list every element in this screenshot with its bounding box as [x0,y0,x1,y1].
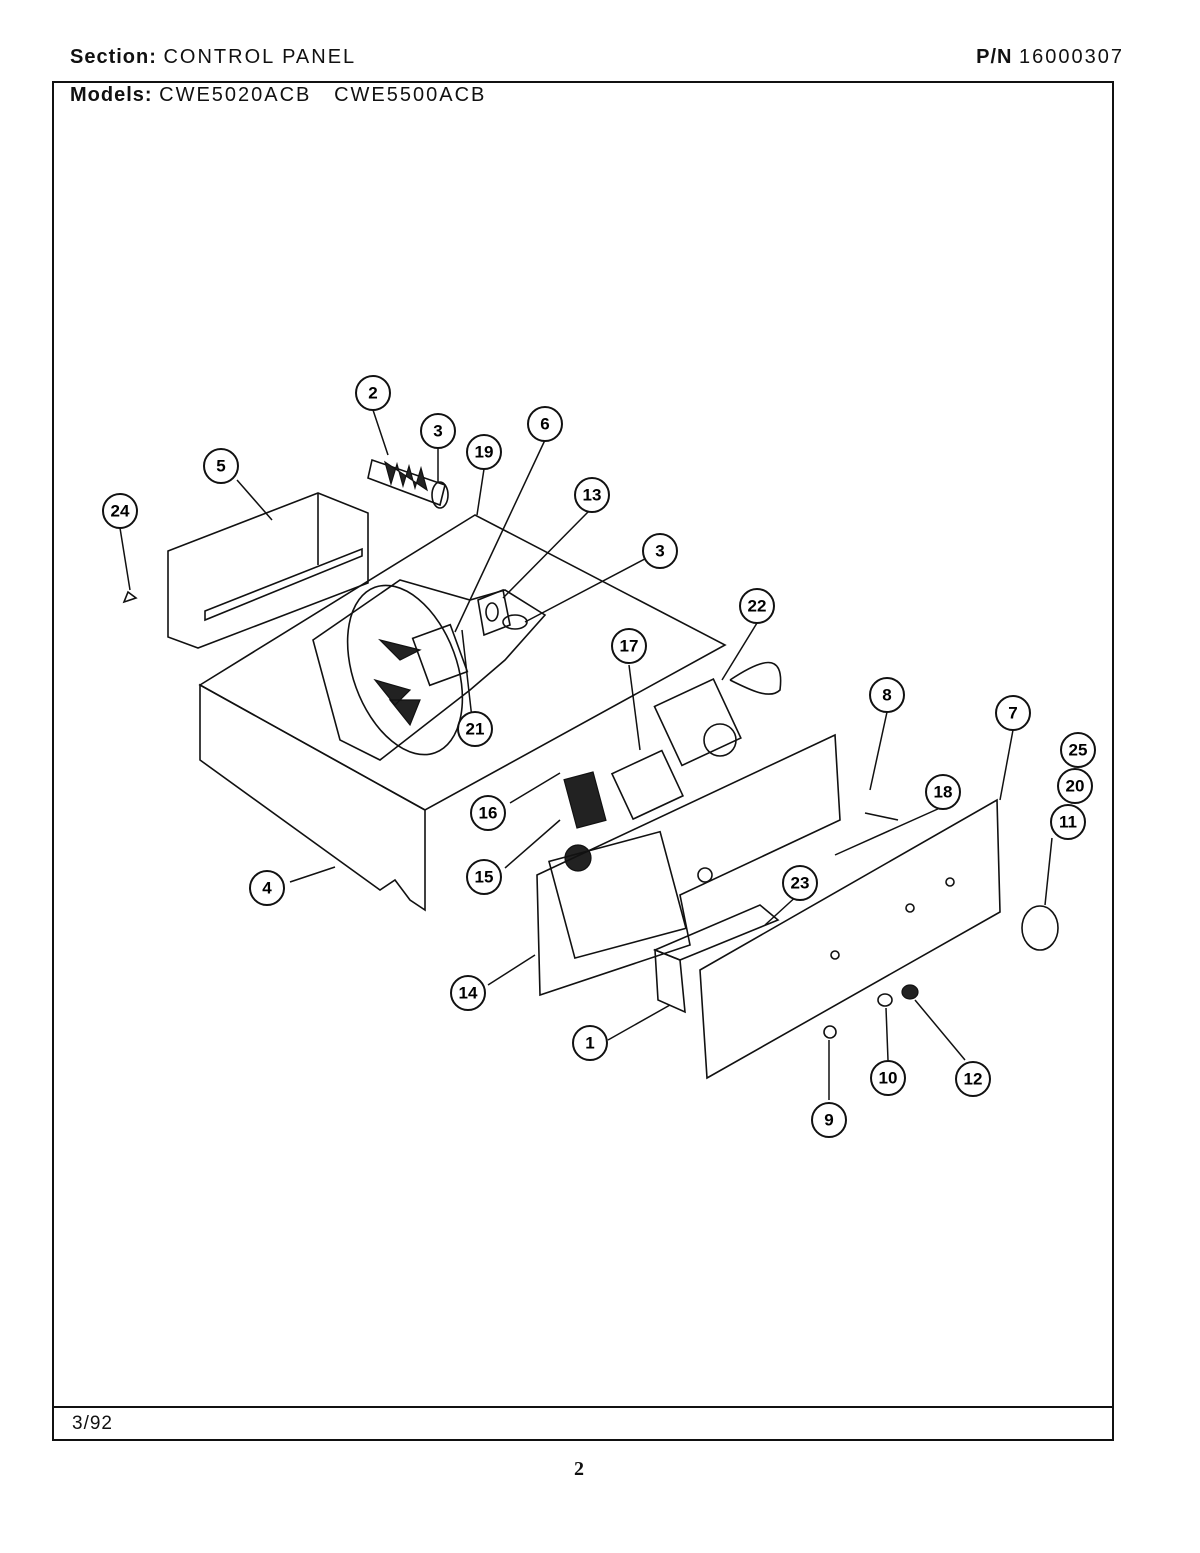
svg-text:10: 10 [879,1069,898,1088]
part-bracket [477,588,528,637]
callout-24: 24 [102,493,138,529]
callout-10: 10 [870,1060,906,1096]
pn-label: P/N [976,46,1013,68]
section-value: CONTROL PANEL [163,46,357,68]
models-heading: Models: CWE5020ACB CWE5500ACB [70,84,486,107]
svg-text:15: 15 [475,868,494,887]
svg-text:13: 13 [583,486,602,505]
callout-11: 11 [1050,804,1086,840]
callout-25: 25 [1060,732,1096,768]
part-housing [198,514,727,912]
callout-6: 6 [527,406,563,442]
svg-text:24: 24 [111,502,130,521]
callout-8: 8 [869,677,905,713]
svg-text:18: 18 [934,783,953,802]
callout-18: 18 [925,774,961,810]
section-label: Section: [70,46,157,68]
part-number: P/N 16000307 [976,46,1124,69]
callout-17: 17 [611,628,647,664]
part-timer-module [652,904,780,1014]
svg-text:7: 7 [1008,704,1017,723]
part-console-panel [699,798,1001,1080]
callout-15: 15 [466,859,502,895]
svg-text:22: 22 [748,597,767,616]
models-value: CWE5020ACB CWE5500ACB [159,84,487,106]
svg-text:2: 2 [368,384,377,403]
callout-21: 21 [457,711,493,747]
svg-text:12: 12 [964,1070,983,1089]
callout-20: 20 [1057,768,1093,804]
svg-text:25: 25 [1069,741,1088,760]
svg-text:5: 5 [216,457,225,476]
part-control-bracket [536,733,899,997]
part-blower-plate [312,579,547,761]
leader-lines [119,409,1053,1100]
footer-rule [52,1406,1114,1408]
svg-text:20: 20 [1066,777,1085,796]
svg-text:1: 1 [585,1034,594,1053]
page-number: 2 [574,1458,584,1480]
svg-text:6: 6 [540,415,549,434]
svg-text:19: 19 [475,443,494,462]
callout-22: 22 [739,588,775,624]
svg-text:4: 4 [262,879,272,898]
callout-5: 5 [203,448,239,484]
svg-text:9: 9 [824,1111,833,1130]
part-rear-panel [167,492,369,649]
callout-4: 4 [249,870,285,906]
callout-7: 7 [995,695,1031,731]
callout-9: 9 [811,1102,847,1138]
callout-2: 2 [355,375,391,411]
svg-text:23: 23 [791,874,810,893]
models-label: Models: [70,84,153,106]
callout-16: 16 [470,795,506,831]
svg-text:8: 8 [882,686,891,705]
svg-text:14: 14 [459,984,478,1003]
callout-19: 19 [466,434,502,470]
svg-text:3: 3 [433,422,442,441]
part-switches [563,661,782,872]
diagram-frame [52,81,1114,1441]
callout-23: 23 [782,865,818,901]
part-valve [367,458,449,509]
callout-14: 14 [450,975,486,1011]
revision-date: 3/92 [72,1413,113,1434]
callout-13: 13 [574,477,610,513]
callout-1: 1 [572,1025,608,1061]
svg-text:11: 11 [1059,813,1077,832]
section-heading: Section: CONTROL PANEL [70,46,356,69]
part-knobs [122,590,1059,1039]
pn-value: 16000307 [1019,46,1124,68]
svg-text:3: 3 [655,542,664,561]
callout-3b: 3 [642,533,678,569]
callout-3a: 3 [420,413,456,449]
svg-text:21: 21 [466,720,485,739]
svg-text:16: 16 [479,804,498,823]
svg-text:17: 17 [620,637,639,656]
callout-12: 12 [955,1061,991,1097]
